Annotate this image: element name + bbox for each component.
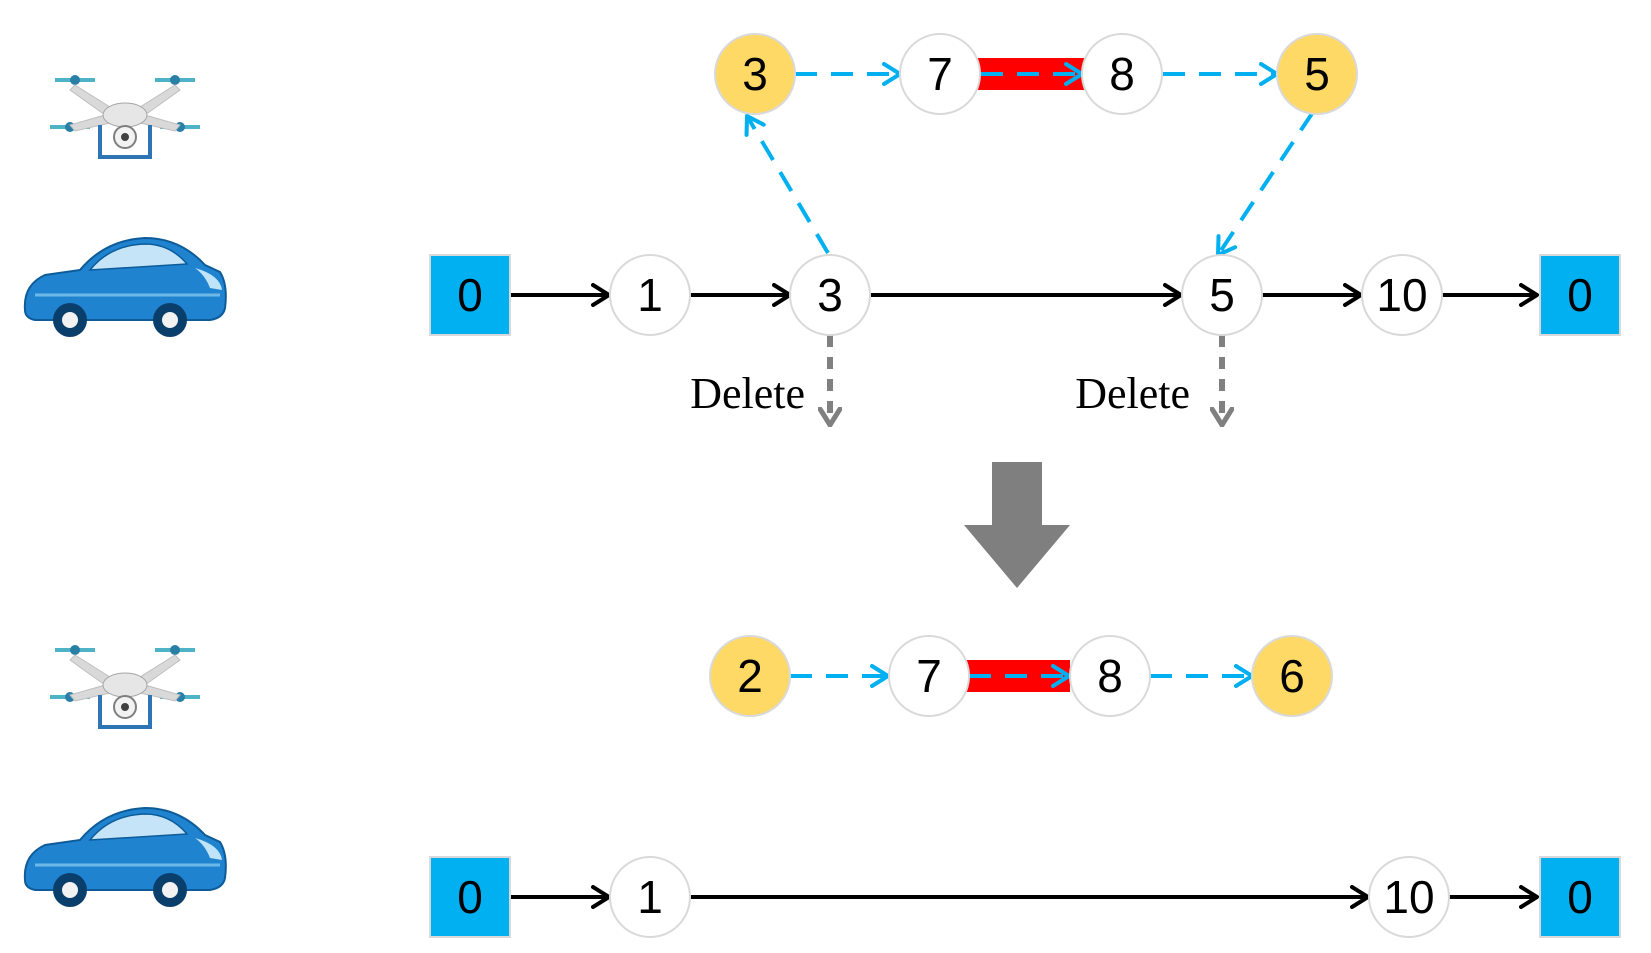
customer-node	[1361, 254, 1443, 336]
node-label: 5	[1209, 269, 1235, 321]
node-label: 3	[817, 269, 843, 321]
node-label: 0	[457, 269, 483, 321]
car-icon	[23, 806, 227, 907]
depot-node	[1539, 254, 1621, 336]
customer-node	[1069, 635, 1151, 717]
customer-node	[899, 33, 981, 115]
customer-node	[888, 635, 970, 717]
node-label: 7	[916, 650, 942, 702]
node-label: 1	[637, 871, 663, 923]
customer-node	[609, 856, 691, 938]
depot-node	[429, 254, 511, 336]
node-label: 0	[1567, 269, 1593, 321]
customer-node	[1368, 856, 1450, 938]
delete-label: Delete	[1075, 369, 1190, 418]
launch-node	[1251, 635, 1333, 717]
node-label: 7	[927, 48, 953, 100]
node-label: 2	[737, 650, 763, 702]
node-label: 6	[1279, 650, 1305, 702]
node-label: 1	[637, 269, 663, 321]
launch-node	[709, 635, 791, 717]
customer-node	[1081, 33, 1163, 115]
top-truck-nodes: 0 1 3 5 10 0	[429, 254, 1621, 336]
car-icon	[23, 236, 227, 337]
node-label: 3	[742, 48, 768, 100]
node-label: 10	[1376, 269, 1427, 321]
drone-launch-edge	[744, 114, 830, 255]
node-label: 0	[457, 871, 483, 923]
customer-node	[1181, 254, 1263, 336]
delete-label: Delete	[690, 369, 805, 418]
delete-arrows	[830, 335, 1222, 425]
node-label: 8	[1097, 650, 1123, 702]
launch-node	[1276, 33, 1358, 115]
node-label: 10	[1383, 871, 1434, 923]
depot-node	[429, 856, 511, 938]
drone-return-edge	[1216, 110, 1315, 257]
bottom-drone-nodes: 2 7 8 6	[709, 635, 1333, 717]
drone-icon	[50, 75, 200, 159]
node-label: 5	[1304, 48, 1330, 100]
customer-node	[789, 254, 871, 336]
bottom-truck-nodes: 0 1 10 0	[429, 856, 1621, 938]
customer-node	[609, 254, 691, 336]
depot-node	[1539, 856, 1621, 938]
top-drone-edges	[744, 62, 1315, 257]
launch-node	[714, 33, 796, 115]
node-label: 0	[1567, 871, 1593, 923]
drone-icon	[50, 645, 200, 729]
node-label: 8	[1109, 48, 1135, 100]
top-drone-nodes: 3 7 8 5	[714, 33, 1358, 115]
transition-arrow	[964, 462, 1070, 588]
